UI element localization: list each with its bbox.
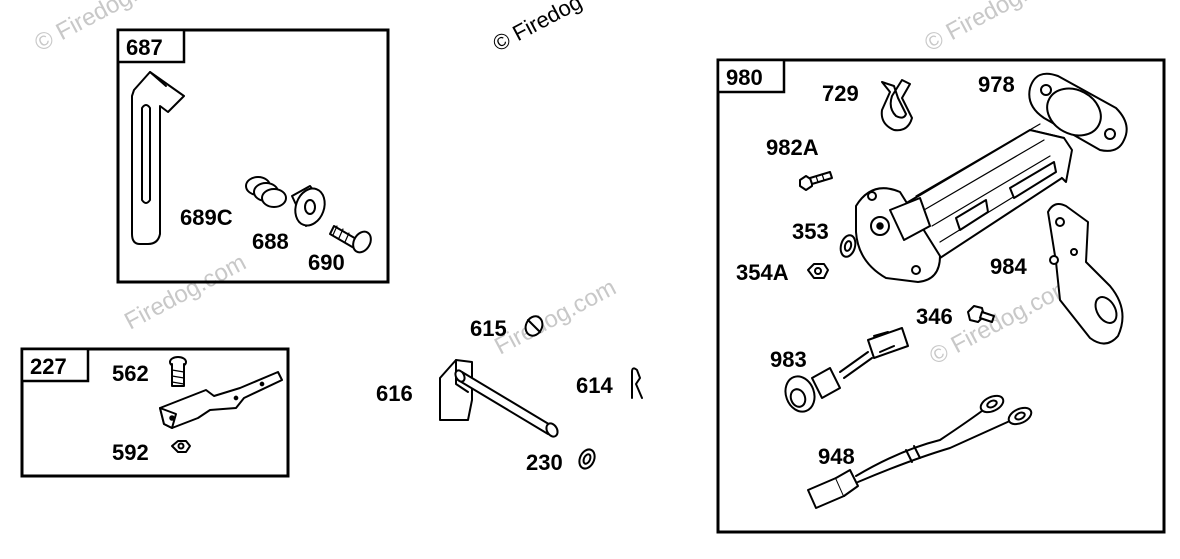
washer-230 — [578, 448, 596, 470]
gasket-978 — [1028, 72, 1128, 152]
lever-227 — [159, 371, 283, 429]
clamp-729 — [880, 79, 913, 132]
label-354a: 354A — [736, 260, 789, 285]
bushing-688 — [291, 185, 326, 227]
label-346: 346 — [916, 304, 953, 329]
screw-690 — [329, 225, 372, 254]
label-983: 983 — [770, 347, 807, 372]
nut-354a — [807, 263, 829, 279]
screw-346 — [967, 305, 995, 323]
shaft-616 — [439, 359, 559, 438]
label-978: 978 — [978, 72, 1015, 97]
group-227-tag-box — [20, 347, 90, 383]
label-230: 230 — [526, 450, 563, 475]
group-687-frame — [116, 28, 390, 284]
label-592: 592 — [112, 440, 149, 465]
watermark: Firedog.com — [120, 249, 250, 335]
group-980-tag-box — [716, 58, 786, 94]
watermark: © Firedog.com — [920, 0, 1072, 57]
group-687-tag-box — [116, 28, 186, 64]
label-615: 615 — [470, 316, 507, 341]
watermark: Firedog.com — [490, 274, 620, 360]
label-948: 948 — [818, 444, 855, 469]
label-729: 729 — [822, 81, 859, 106]
plate-984 — [1047, 203, 1124, 345]
group-227-tag: 227 — [30, 354, 67, 379]
label-353: 353 — [792, 219, 829, 244]
label-688: 688 — [252, 229, 289, 254]
spring-689c — [245, 176, 287, 208]
screw-562 — [169, 356, 187, 387]
group-980-tag: 980 — [726, 65, 763, 90]
label-614: 614 — [576, 373, 613, 398]
nut-592 — [171, 440, 191, 453]
washer-353 — [839, 234, 857, 258]
harness-948 — [807, 394, 1033, 509]
label-690: 690 — [308, 250, 345, 275]
watermark-main: © Firedog — [489, 0, 586, 56]
group-227-frame — [20, 347, 290, 478]
label-982a: 982A — [766, 135, 819, 160]
group-980-frame — [716, 58, 1166, 534]
label-689c: 689C — [180, 205, 233, 230]
bracket-687 — [131, 71, 185, 245]
screw-982a — [799, 171, 833, 191]
housing-980 — [855, 123, 1073, 283]
group-687-tag: 687 — [126, 35, 163, 60]
pin-614 — [631, 367, 643, 399]
clip-615 — [524, 315, 544, 337]
label-562: 562 — [112, 361, 149, 386]
label-616: 616 — [376, 381, 413, 406]
label-984: 984 — [990, 254, 1027, 279]
switch-983 — [784, 327, 909, 413]
